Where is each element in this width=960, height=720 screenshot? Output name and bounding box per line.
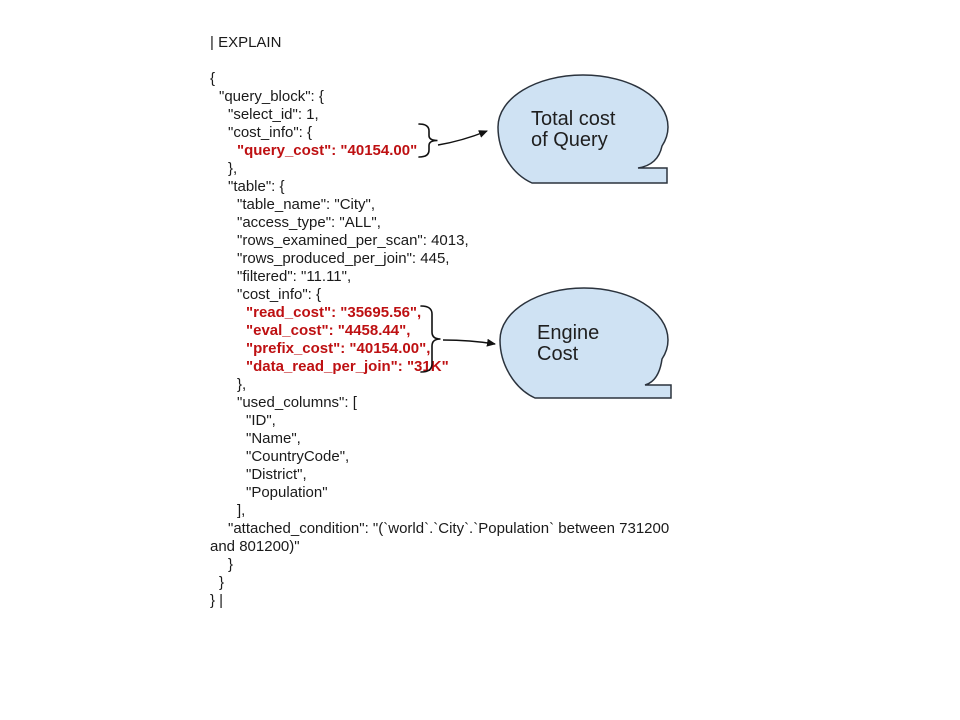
code-line: "data_read_per_join": "31K" xyxy=(246,358,449,375)
code-line: ], xyxy=(237,502,246,519)
code-line: "CountryCode", xyxy=(246,448,350,465)
explain-json-block: {"query_block": {"select_id": 1,"cost_in… xyxy=(210,70,669,610)
code-line: "ID", xyxy=(246,412,276,429)
code-line: { xyxy=(210,70,216,87)
code-line: "Name", xyxy=(246,430,301,447)
code-line: "attached_condition": "(`world`.`City`.`… xyxy=(228,520,670,537)
code-line: "filtered": "11.11", xyxy=(237,268,352,285)
code-line: "table_name": "City", xyxy=(237,196,376,213)
code-line: "read_cost": "35695.56", xyxy=(246,304,422,321)
bubble-text-line: Engine xyxy=(537,322,600,344)
code-line: } | xyxy=(210,592,224,609)
code-line: "select_id": 1, xyxy=(228,106,319,123)
code-line: "rows_examined_per_scan": 4013, xyxy=(237,232,469,249)
code-line: "prefix_cost": "40154.00", xyxy=(246,340,431,357)
code-line: "query_cost": "40154.00" xyxy=(237,142,418,159)
code-line: } xyxy=(228,556,234,573)
code-line: "table": { xyxy=(228,178,285,195)
code-line: "access_type": "ALL", xyxy=(237,214,381,231)
bubble-text-line: Cost xyxy=(537,343,579,365)
code-line: } xyxy=(219,574,225,591)
explain-header: | EXPLAIN xyxy=(210,34,282,51)
bubble-text-line: of Query xyxy=(531,129,608,151)
code-line: }, xyxy=(237,376,247,393)
code-line: }, xyxy=(228,160,238,177)
code-line: "eval_cost": "4458.44", xyxy=(246,322,411,339)
code-line: "query_block": { xyxy=(219,88,324,105)
code-line: and 801200)" xyxy=(210,538,300,555)
code-line: "used_columns": [ xyxy=(237,394,357,411)
code-line: "rows_produced_per_join": 445, xyxy=(237,250,450,267)
code-line: "cost_info": { xyxy=(228,124,313,141)
code-line: "cost_info": { xyxy=(237,286,322,303)
bubble-text-line: Total cost xyxy=(531,108,616,130)
total-cost-bubble-label: Total cost of Query xyxy=(531,109,615,151)
code-line: "Population" xyxy=(246,484,328,501)
code-line: "District", xyxy=(246,466,307,483)
engine-cost-bubble-label: Engine Cost xyxy=(537,323,599,365)
